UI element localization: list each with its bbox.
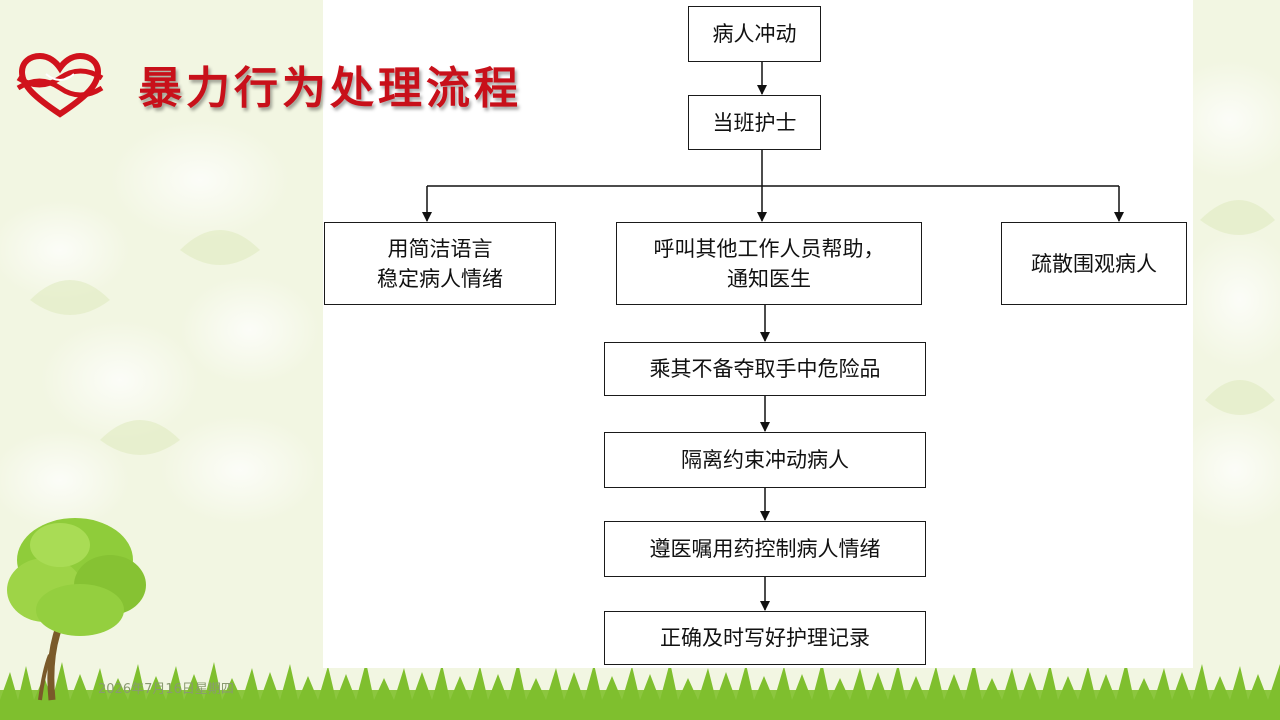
flow-node-patient-impulsive: 病人冲动 xyxy=(688,6,821,62)
slide-date: 2026年7月16日星期四 xyxy=(98,682,234,697)
flow-node-call-staff-notify-doctor: 呼叫其他工作人员帮助， 通知医生 xyxy=(616,222,922,305)
heart-knot-logo-icon xyxy=(16,52,104,118)
flow-node-duty-nurse: 当班护士 xyxy=(688,95,821,150)
flow-node-calm-with-words: 用简洁语言 稳定病人情绪 xyxy=(324,222,556,305)
flow-node-disperse-onlookers: 疏散围观病人 xyxy=(1001,222,1187,305)
flow-node-medication-control: 遵医嘱用药控制病人情绪 xyxy=(604,521,926,577)
flow-node-isolate-restrain: 隔离约束冲动病人 xyxy=(604,432,926,488)
slide-title: 暴力行为处理流程 xyxy=(138,63,522,114)
flow-node-nursing-record: 正确及时写好护理记录 xyxy=(604,611,926,665)
tree-illustration xyxy=(7,518,146,701)
flow-node-seize-dangerous-items: 乘其不备夺取手中危险品 xyxy=(604,342,926,396)
grass xyxy=(0,662,1280,720)
